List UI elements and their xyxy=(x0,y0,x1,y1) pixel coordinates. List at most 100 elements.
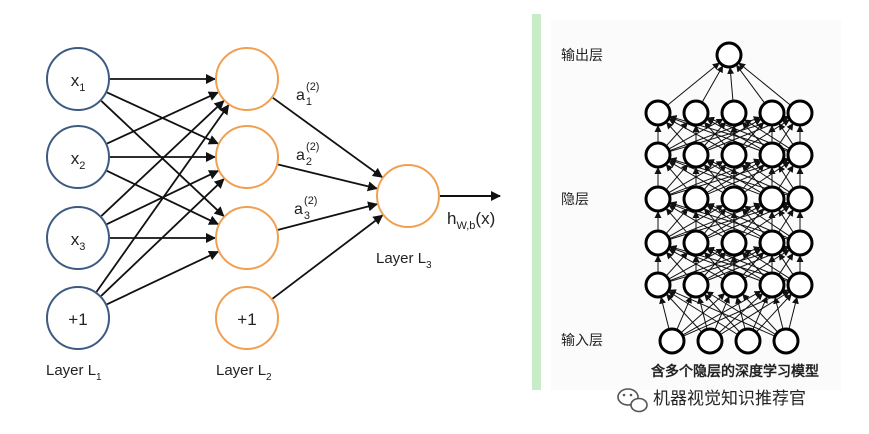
input-node-x1: x1 xyxy=(46,47,110,111)
hidden-node-bias-label: +1 xyxy=(237,310,256,329)
deep-node-l1-1 xyxy=(682,271,710,299)
input-node-x3-label: x3 xyxy=(71,230,86,253)
deep-node-l3-0 xyxy=(644,185,672,213)
edge-h4-out xyxy=(271,214,384,300)
deep-edge-l3-1-0 xyxy=(665,164,688,190)
deep-edge-l5-0-0 xyxy=(667,62,720,106)
deep-edge-l2-3-1 xyxy=(706,205,761,237)
deep-edge-l3-3-2 xyxy=(741,164,764,190)
divider-bar xyxy=(532,14,541,390)
deep-edge-l3-4-3 xyxy=(778,165,794,189)
hidden-node-1 xyxy=(215,47,279,111)
deep-node-l4-1 xyxy=(682,141,710,169)
deep-edge-l5-4-0 xyxy=(738,62,791,106)
deep-edge-l5-2-0 xyxy=(727,66,735,101)
deep-edge-l2-3-0 xyxy=(669,202,761,239)
deep-edge-l5-1-0 xyxy=(701,65,724,102)
deep-edge-l1-3-0 xyxy=(669,246,760,281)
input-node-x2-circle xyxy=(46,125,110,189)
hidden-node-2 xyxy=(215,125,279,189)
edge-in4-h1 xyxy=(95,104,230,293)
deep-edge-l3-2-0 xyxy=(668,161,723,193)
input-node-x2-label: x2 xyxy=(71,149,86,172)
deep-edge-l0-3-2 xyxy=(742,293,778,332)
activation-label-2: a2(2) xyxy=(296,141,319,168)
deep-edge-l1-1-0 xyxy=(666,251,688,276)
deep-edge-l4-4-2 xyxy=(744,119,790,149)
input-node-bias-label: +1 xyxy=(68,310,87,329)
deep-edge-l1-3-1 xyxy=(706,248,761,280)
input-layer: x1 x2 x3 +1 xyxy=(46,47,110,350)
watermark-text: 机器视觉知识推荐官 xyxy=(653,389,806,409)
deep-nodes xyxy=(644,41,814,355)
deep-node-l5-4 xyxy=(786,99,814,127)
deep-edge-l4-3-1 xyxy=(706,118,761,150)
deep-node-l4-2 xyxy=(720,141,748,169)
deep-node-l2-0 xyxy=(644,229,672,257)
output-label: hW,b(x) xyxy=(447,209,495,232)
deep-edge-l0-2-0 xyxy=(668,291,738,335)
deep-node-l3-3 xyxy=(758,185,786,213)
deep-node-l4-0 xyxy=(644,141,672,169)
deep-edge-l1-4-3 xyxy=(778,252,794,275)
deep-node-l5-1 xyxy=(682,99,710,127)
hidden-node-bias: +1 xyxy=(215,286,279,350)
edge-in3-h1 xyxy=(100,100,225,217)
deep-node-l1-2 xyxy=(720,271,748,299)
deep-node-l2-1 xyxy=(682,229,710,257)
deep-edge-l3-3-1 xyxy=(706,161,761,193)
deep-edge-l4-3-0 xyxy=(669,116,760,151)
layer-label-3: Layer L3 xyxy=(376,250,432,271)
input-node-x1-label: x1 xyxy=(71,71,86,94)
hidden-node-bias-circle xyxy=(215,286,279,350)
input-node-x2: x2 xyxy=(46,125,110,189)
deep-node-l2-2 xyxy=(720,229,748,257)
deep-network: 输出层 隐层 输入层 含多个隐层的深度学习模型 xyxy=(551,20,841,390)
input-node-bias: +1 xyxy=(46,286,110,350)
deep-node-l5-3 xyxy=(758,99,786,127)
edge-in4-h3 xyxy=(106,250,219,306)
deep-edge-l4-4-3 xyxy=(778,122,794,145)
deep-edge-l4-3-2 xyxy=(742,121,764,146)
edge-h3-out xyxy=(277,201,379,231)
input-node-bias-circle xyxy=(46,286,110,350)
deep-node-l4-4 xyxy=(786,141,814,169)
deep-node-l2-3 xyxy=(758,229,786,257)
hidden-layer: +1 xyxy=(215,47,279,350)
deep-edge-l0-2-4 xyxy=(756,293,792,332)
input-node-x3-circle xyxy=(46,206,110,270)
deep-edge-l2-3-2 xyxy=(741,208,764,234)
deep-node-l1-3 xyxy=(758,271,786,299)
left-edges xyxy=(95,74,384,306)
deep-edge-l2-1-0 xyxy=(665,208,688,234)
activation-label-3: a3(2) xyxy=(294,195,317,222)
deep-edge-l1-4-2 xyxy=(744,249,790,279)
deep-edge-l5-3-0 xyxy=(736,64,765,103)
layer-label-2: Layer L2 xyxy=(216,362,272,383)
deep-node-l0-2 xyxy=(734,327,762,355)
deep-node-l3-1 xyxy=(682,185,710,213)
deep-node-l1-0 xyxy=(644,271,672,299)
edge-in4-h2 xyxy=(100,178,225,297)
output-node xyxy=(376,164,440,228)
deep-edge-l3-3-0 xyxy=(669,158,761,195)
layer-label-1: Layer L1 xyxy=(46,362,102,383)
deep-node-l5-2 xyxy=(720,99,748,127)
deep-edge-l2-2-0 xyxy=(668,205,723,237)
deep-edge-l0-3-1 xyxy=(706,291,776,335)
deep-node-l5-0 xyxy=(644,99,672,127)
deep-edge-l0-0-0 xyxy=(659,296,670,329)
edge-h1-out xyxy=(272,97,383,178)
left-network: x1 x2 x3 +1 +1 xyxy=(46,47,501,383)
deep-caption: 含多个隐层的深度学习模型 xyxy=(651,363,819,380)
deep-hidden-label: 隐层 xyxy=(561,192,589,208)
deep-node-l2-4 xyxy=(786,229,814,257)
deep-edge-l4-2-0 xyxy=(668,118,723,150)
input-node-x1-circle xyxy=(46,47,110,111)
activation-label-1: a1(2) xyxy=(296,81,319,108)
deep-output-label: 输出层 xyxy=(561,48,603,64)
deep-node-l0-3 xyxy=(772,327,800,355)
deep-node-l3-4 xyxy=(786,185,814,213)
